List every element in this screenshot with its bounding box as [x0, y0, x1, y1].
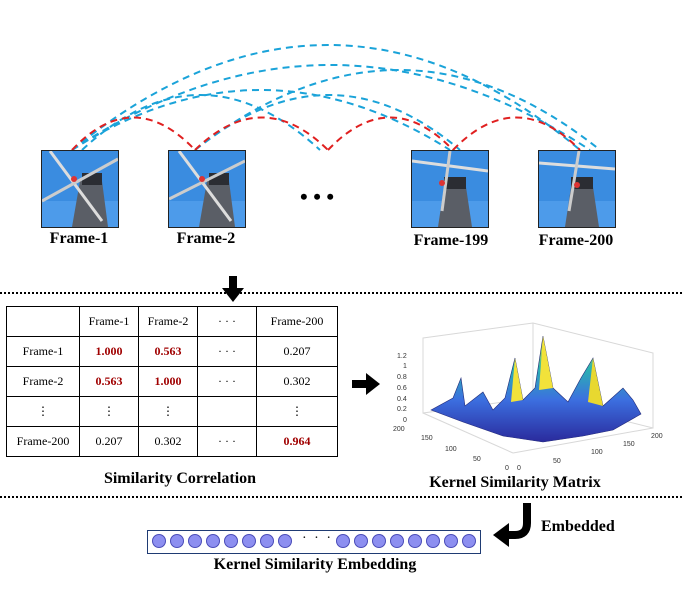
z-tick-label: 0 [403, 417, 407, 424]
section-divider [0, 292, 682, 294]
table-header-cell: Frame-2 [138, 306, 198, 337]
table-cell: 0.207 [79, 426, 139, 457]
table-row: ⋮ ⋮ ⋮ ⋮ [6, 396, 338, 427]
embedding-node [260, 534, 274, 548]
frames-ellipsis: • • • [300, 184, 335, 209]
table-header-cell: Frame-200 [256, 306, 338, 337]
y-tick-label: 150 [421, 435, 433, 442]
table-header-cell: Frame-1 [79, 306, 139, 337]
embedded-label: Embedded [541, 518, 615, 535]
table-cell: 1.000 [138, 366, 198, 397]
z-tick-label: 0.6 [397, 385, 407, 392]
frame-thumbnail [538, 150, 616, 228]
embedding-node [426, 534, 440, 548]
x-tick-label: 200 [651, 433, 663, 440]
table-cell: ⋮ [138, 396, 198, 427]
frame-thumbnail [41, 150, 119, 228]
table-cell: ⋮ [79, 396, 139, 427]
x-tick-label: 50 [553, 458, 561, 465]
table-cell: ⋮ [256, 396, 338, 427]
red-arc [452, 116, 581, 151]
z-tick-label: 1.2 [397, 353, 407, 360]
table-cell: 0.302 [256, 366, 338, 397]
down-arrow-icon [222, 276, 244, 302]
blue-arc [194, 69, 601, 151]
embedding-node [354, 534, 368, 548]
table-row: Frame-2 0.563 1.000 · · · 0.302 [6, 366, 338, 397]
table-row-label: Frame-1 [6, 336, 80, 367]
embedding-ellipsis: · · · [302, 531, 333, 546]
table-cell: 1.000 [79, 336, 139, 367]
z-tick-label: 0.4 [397, 396, 407, 403]
table-row-label: ⋮ [6, 396, 80, 427]
y-tick-label: 50 [473, 456, 481, 463]
z-tick-label: 1 [403, 363, 407, 370]
table-row: Frame-200 0.207 0.302 · · · 0.964 [6, 426, 338, 457]
table-cell: · · · [197, 336, 257, 367]
table-header-cell: · · · [197, 306, 257, 337]
similarity-arcs [71, 44, 601, 151]
x-tick-label: 0 [517, 465, 521, 472]
curved-arrow-icon [493, 503, 531, 547]
red-arc [71, 116, 196, 151]
embedding-node [188, 534, 202, 548]
table-row: Frame-1 1.000 0.563 · · · 0.207 [6, 336, 338, 367]
table-cell: · · · [197, 426, 257, 457]
blue-arc [71, 64, 591, 151]
frame-label: Frame-1 [49, 230, 109, 247]
frame-thumbnail [411, 150, 489, 228]
y-tick-label: 200 [393, 426, 405, 433]
table-cell: 0.964 [256, 426, 338, 457]
red-arc [194, 116, 329, 151]
similarity-table: Frame-1 Frame-2 · · · Frame-200 Frame-1 … [6, 306, 338, 457]
red-arc [327, 116, 454, 151]
table-row-label: Frame-200 [6, 426, 80, 457]
frame-label: Frame-2 [176, 230, 236, 247]
blue-arc [71, 44, 581, 151]
embedding-caption: Kernel Similarity Embedding [213, 556, 417, 573]
table-cell: 0.563 [138, 336, 198, 367]
table-header-row: Frame-1 Frame-2 · · · Frame-200 [6, 306, 338, 337]
z-tick-label: 0.8 [397, 374, 407, 381]
embedding-node [336, 534, 350, 548]
table-row-label: Frame-2 [6, 366, 80, 397]
embedding-node [206, 534, 220, 548]
z-tick-label: 0.2 [397, 406, 407, 413]
y-tick-label: 100 [445, 446, 457, 453]
similarity-caption: Similarity Correlation [103, 470, 257, 487]
table-cell: 0.207 [256, 336, 338, 367]
table-cell: · · · [197, 366, 257, 397]
kernel-matrix-caption: Kernel Similarity Matrix [429, 474, 601, 491]
embedding-node [278, 534, 292, 548]
blue-arc [81, 94, 321, 151]
embedding-node [462, 534, 476, 548]
frame-label: Frame-200 [538, 232, 614, 249]
embedding-vector: · · · [147, 530, 481, 554]
kernel-surface-plot: 1.2 1 0.8 0.6 0.4 0.2 0 200 150 100 50 0… [393, 322, 663, 472]
frame-thumbnail [168, 150, 246, 228]
table-cell: 0.563 [79, 366, 139, 397]
embedding-node [390, 534, 404, 548]
embedding-node [242, 534, 256, 548]
x-tick-label: 100 [591, 449, 603, 456]
embedding-node [152, 534, 166, 548]
right-arrow-icon [352, 373, 380, 395]
embedding-node [444, 534, 458, 548]
blue-arc [71, 89, 451, 151]
table-cell [197, 396, 257, 427]
table-cell [6, 306, 80, 337]
embedding-node [224, 534, 238, 548]
y-tick-label: 0 [505, 465, 509, 472]
x-tick-label: 150 [623, 441, 635, 448]
frame-label: Frame-199 [413, 232, 489, 249]
table-cell: 0.302 [138, 426, 198, 457]
section-divider [0, 496, 682, 498]
embedding-node [372, 534, 386, 548]
embedding-node [408, 534, 422, 548]
embedding-node [170, 534, 184, 548]
